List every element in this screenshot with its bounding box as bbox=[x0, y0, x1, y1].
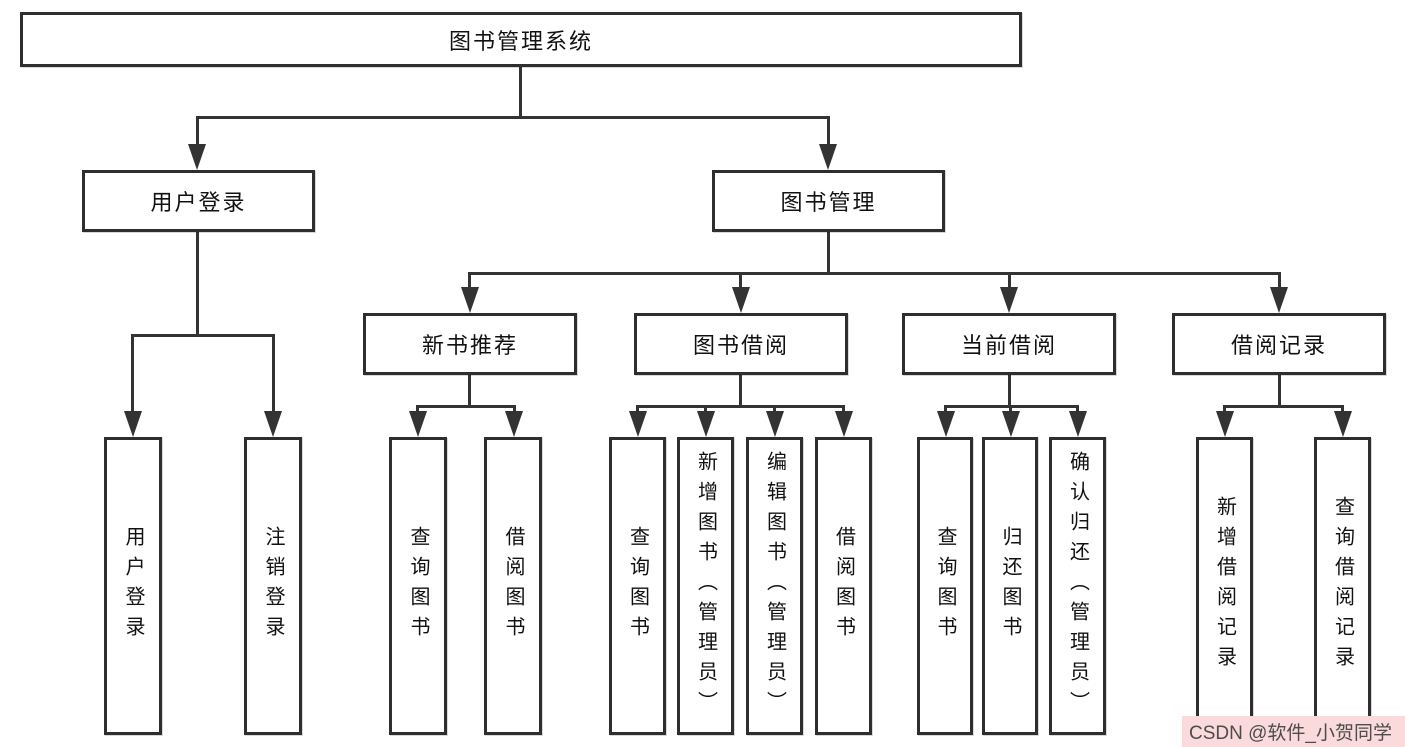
watermark-text: CSDN @软件_小贺同学 bbox=[1189, 723, 1392, 744]
arrow-to-current-borrowing bbox=[1000, 287, 1018, 313]
arrow-to-leaf-logout bbox=[264, 411, 282, 437]
connector-cb-stub bbox=[1008, 375, 1011, 408]
node-label: 新增借阅记录 bbox=[1213, 496, 1236, 676]
arrow-to-borrowing-records bbox=[1270, 287, 1288, 313]
arrow-to-cb-confirm bbox=[1069, 411, 1087, 437]
leaf-nbr-query-books: 查询图书 bbox=[389, 437, 447, 735]
node-label: 当前借阅 bbox=[960, 333, 1057, 358]
leaf-nbr-borrow-books: 借阅图书 bbox=[484, 437, 542, 735]
arrow-to-nbr-borrow bbox=[505, 411, 523, 437]
leaf-br-add-record: 新增借阅记录 bbox=[1196, 437, 1253, 735]
connector-drop-leaf-logout bbox=[272, 334, 275, 414]
node-label: 借阅记录 bbox=[1230, 333, 1327, 358]
arrow-to-bb-borrow bbox=[835, 411, 853, 437]
leaf-bb-query-books: 查询图书 bbox=[609, 437, 666, 735]
connector-nbr-stub bbox=[468, 375, 471, 408]
arrow-to-nbr-query bbox=[409, 411, 427, 437]
node-label: 用户登录 bbox=[150, 190, 247, 215]
node-new-book-recommend: 新书推荐 bbox=[363, 313, 577, 375]
connector-nbr-horizontal bbox=[416, 405, 516, 408]
node-label: 查询图书 bbox=[626, 526, 649, 646]
node-borrowing-records: 借阅记录 bbox=[1172, 313, 1386, 375]
connector-user-login-horizontal bbox=[132, 334, 275, 337]
connector-bb-horizontal bbox=[636, 405, 845, 408]
connector-drop-new-book-recommend bbox=[468, 272, 471, 292]
node-label: 用户登录 bbox=[122, 526, 144, 646]
node-label: 注销登录 bbox=[262, 526, 284, 646]
node-label: 图书管理系统 bbox=[448, 28, 593, 54]
node-label: 图书管理 bbox=[780, 190, 877, 215]
node-label: 查询图书 bbox=[407, 526, 429, 646]
arrow-to-leaf-user-login bbox=[124, 411, 142, 437]
arrow-to-br-add bbox=[1216, 411, 1234, 437]
arrow-to-br-query bbox=[1334, 411, 1352, 437]
connector-drop-book-management bbox=[827, 116, 830, 150]
connector-user-login-stub bbox=[196, 232, 199, 337]
connector-drop-book-borrowing bbox=[739, 272, 742, 292]
node-label: 图书借阅 bbox=[692, 333, 789, 358]
arrow-to-cb-query bbox=[937, 411, 955, 437]
node-book-borrowing: 图书借阅 bbox=[634, 313, 848, 375]
connector-bb-stub bbox=[739, 375, 742, 408]
arrow-to-book-borrowing bbox=[732, 287, 750, 313]
arrow-to-user-login bbox=[188, 144, 206, 170]
leaf-bb-borrow-books: 借阅图书 bbox=[815, 437, 872, 735]
node-book-management: 图书管理 bbox=[712, 170, 945, 232]
connector-level2-horizontal bbox=[197, 116, 830, 119]
connector-br-horizontal bbox=[1223, 405, 1344, 408]
connector-drop-current-borrowing bbox=[1008, 272, 1011, 292]
node-label: 新书推荐 bbox=[421, 333, 518, 358]
connector-drop-borrowing-records bbox=[1278, 272, 1281, 292]
leaf-bb-edit-books: 编辑图书（管理员） bbox=[746, 437, 803, 735]
node-label: 编辑图书（管理员） bbox=[763, 451, 786, 721]
arrow-to-bb-add bbox=[697, 411, 715, 437]
connector-book-management-stub bbox=[827, 232, 830, 275]
connector-drop-user-login bbox=[196, 116, 199, 150]
node-label: 归还图书 bbox=[999, 526, 1021, 646]
leaf-user-login: 用户登录 bbox=[104, 437, 162, 735]
node-library-management-system: 图书管理系统 bbox=[20, 12, 1022, 67]
node-label: 确认归还（管理员） bbox=[1066, 451, 1089, 721]
csdn-watermark: CSDN @软件_小贺同学 bbox=[1182, 716, 1405, 747]
node-label: 借阅图书 bbox=[832, 526, 855, 646]
connector-drop-leaf-user-login bbox=[131, 334, 134, 414]
node-user-login: 用户登录 bbox=[82, 170, 315, 232]
leaf-logout: 注销登录 bbox=[244, 437, 302, 735]
leaf-cb-confirm-return: 确认归还（管理员） bbox=[1049, 437, 1106, 735]
arrow-to-book-management bbox=[819, 144, 837, 170]
connector-root-stub bbox=[519, 67, 522, 118]
arrow-to-bb-query bbox=[629, 411, 647, 437]
leaf-br-query-record: 查询借阅记录 bbox=[1314, 437, 1371, 735]
node-label: 查询借阅记录 bbox=[1331, 496, 1354, 676]
leaf-cb-query-books: 查询图书 bbox=[917, 437, 973, 735]
connector-level3-horizontal bbox=[469, 272, 1281, 275]
node-current-borrowing: 当前借阅 bbox=[902, 313, 1116, 375]
node-label: 查询图书 bbox=[934, 526, 956, 646]
connector-br-stub bbox=[1278, 375, 1281, 408]
node-label: 借阅图书 bbox=[502, 526, 524, 646]
arrow-to-bb-edit bbox=[766, 411, 784, 437]
leaf-bb-add-books: 新增图书（管理员） bbox=[677, 437, 734, 735]
arrow-to-cb-return bbox=[1002, 411, 1020, 437]
leaf-cb-return-books: 归还图书 bbox=[982, 437, 1038, 735]
node-label: 新增图书（管理员） bbox=[694, 451, 717, 721]
arrow-to-new-book-recommend bbox=[461, 287, 479, 313]
